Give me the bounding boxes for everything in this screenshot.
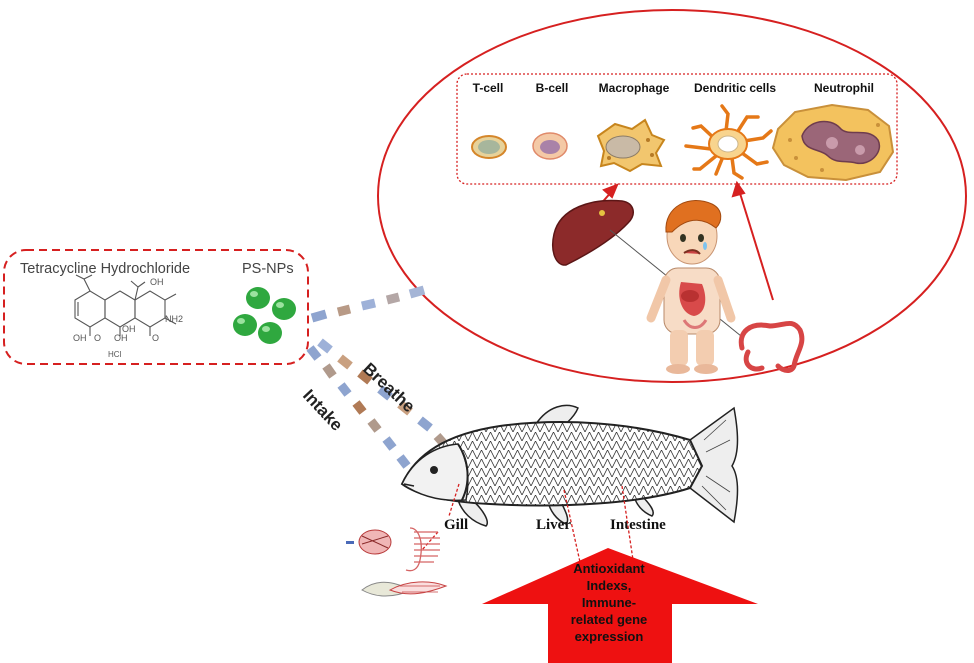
- tetracycline-structure: [74, 274, 177, 336]
- intake-label: Intake: [299, 386, 346, 435]
- neutrophil-label: Neutrophil: [814, 81, 874, 95]
- b-cell-label: B-cell: [536, 81, 569, 95]
- intestine-to-immune-arrow: [731, 180, 774, 301]
- atom-o-2: O: [152, 333, 159, 343]
- macrophage-icon: [596, 118, 666, 173]
- b-cell-icon: [532, 132, 568, 160]
- ps-nanoparticles-icon: [233, 287, 296, 344]
- outcome-line-3: Immune-: [582, 595, 636, 610]
- outcome-line-5: expression: [575, 629, 644, 644]
- dendritic-cells-label: Dendritic cells: [694, 81, 776, 95]
- atom-nh2: NH2: [165, 314, 183, 324]
- atom-oh-1: OH: [150, 277, 164, 287]
- particle-label: PS-NPs: [242, 261, 294, 277]
- intestine-label: Intestine: [610, 517, 666, 533]
- outcome-line-2: Indexs,: [587, 578, 632, 593]
- gill-tissue-icon: [346, 527, 448, 597]
- fish-illustration: [400, 404, 739, 527]
- neutrophil-icon: [771, 103, 895, 182]
- hcl-label: HCl: [108, 350, 122, 359]
- compound-box: [3, 249, 309, 365]
- breathe-label: Breathe: [359, 359, 418, 416]
- liver-label: Liver: [536, 517, 571, 533]
- intake-route-dashes: [306, 345, 411, 469]
- outcome-text: Antioxidant Indexs, Immune- related gene…: [571, 561, 648, 644]
- immune-circle: [377, 9, 967, 383]
- outcome-arrow: [482, 548, 758, 663]
- route-to-human-dashes: [310, 285, 426, 323]
- immune-cells-box: [456, 73, 898, 185]
- outcome-line-1: Antioxidant: [573, 561, 645, 576]
- breathe-route-dashes: [317, 338, 449, 448]
- macrophage-label: Macrophage: [599, 81, 670, 95]
- atom-o-1: O: [94, 333, 101, 343]
- t-cell-icon: [471, 135, 507, 159]
- atom-oh-4: OH: [114, 333, 128, 343]
- human-intestine-icon: [738, 320, 805, 373]
- atom-oh-3: OH: [122, 324, 136, 334]
- atom-oh-2: OH: [73, 333, 87, 343]
- dendritic-cell-icon: [684, 104, 773, 180]
- drug-label: Tetracycline Hydrochloride: [20, 261, 190, 277]
- gill-label: Gill: [444, 517, 468, 533]
- t-cell-label: T-cell: [473, 81, 504, 95]
- outcome-line-4: related gene: [571, 612, 648, 627]
- child-figure: [646, 200, 736, 374]
